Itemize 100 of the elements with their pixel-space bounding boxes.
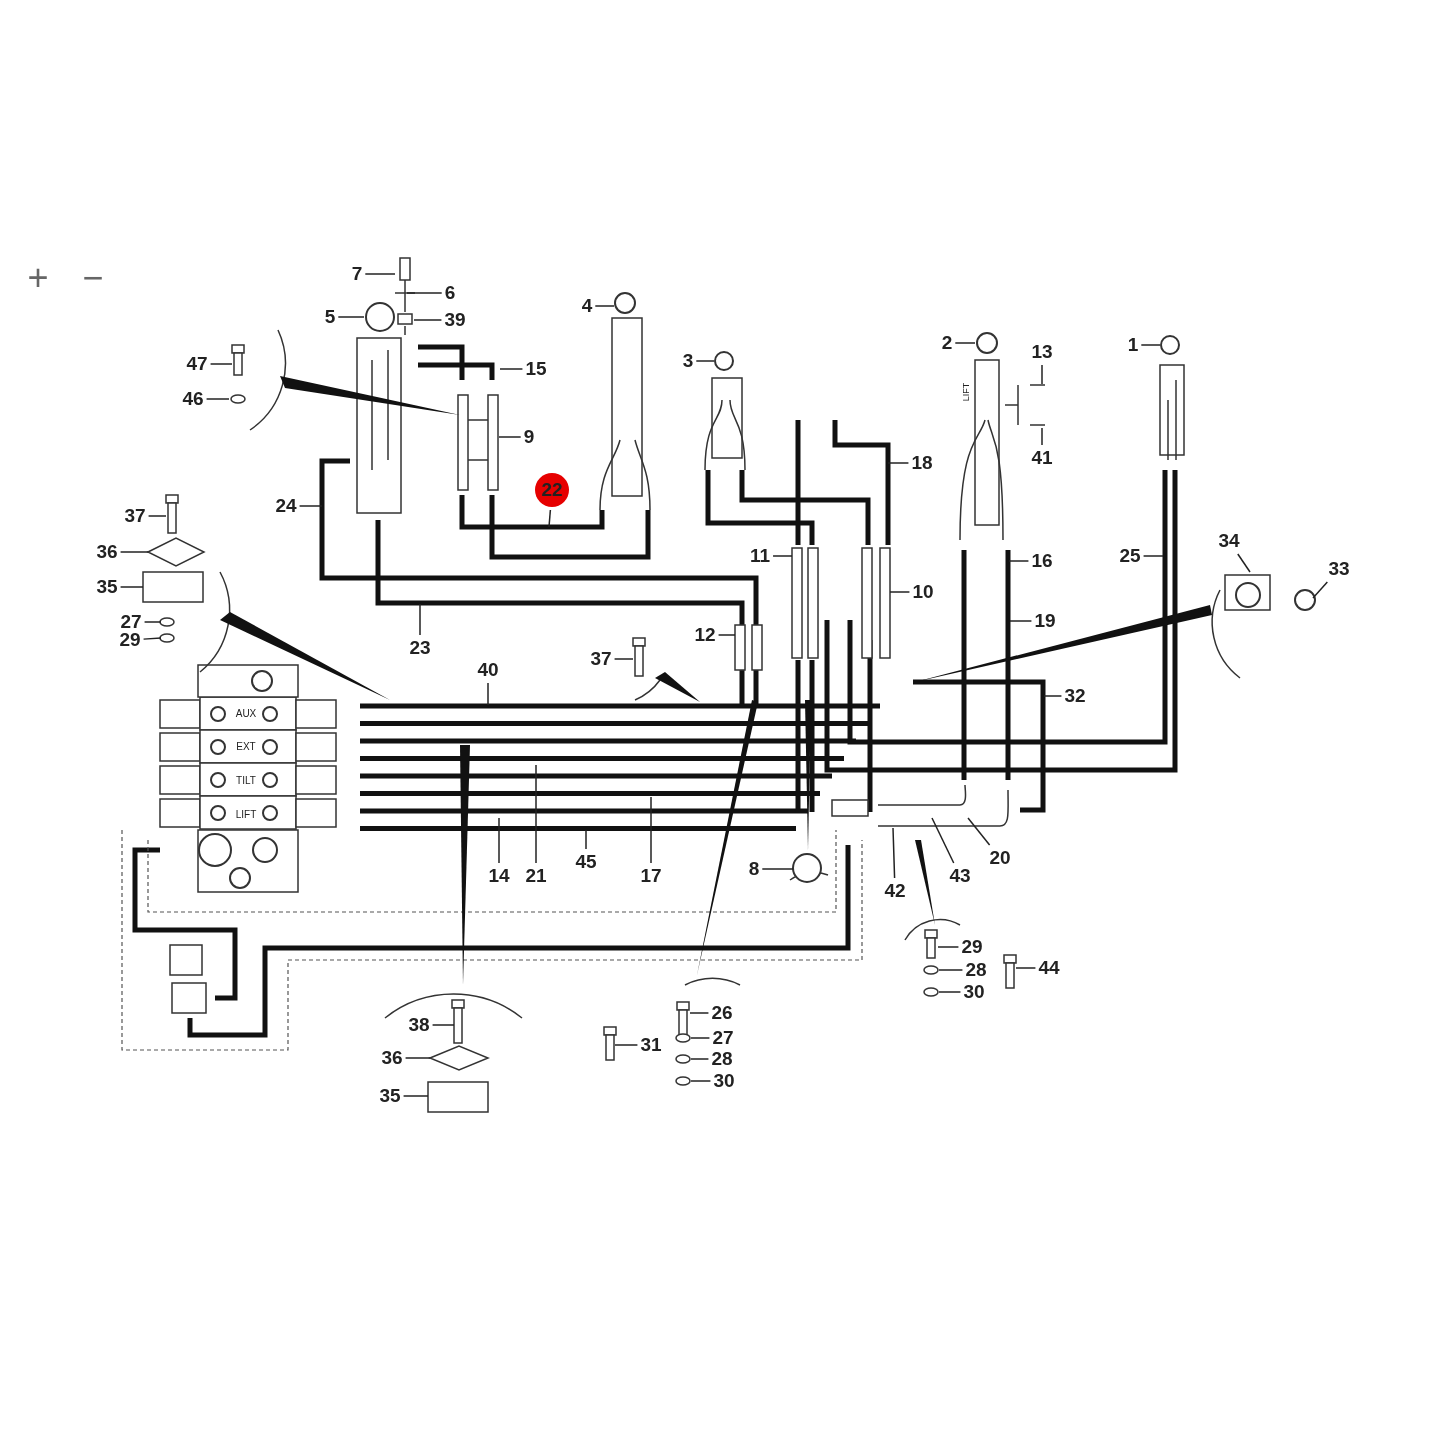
callout-number: 20 [989, 848, 1011, 868]
leader-line [1142, 555, 1164, 557]
leader-line [1009, 620, 1033, 622]
zoom-out-icon: − [82, 260, 104, 296]
callout-number: 31 [640, 1035, 662, 1055]
callout-number: 35 [96, 577, 118, 597]
callout-number: 40 [477, 660, 499, 680]
leader-line [1312, 581, 1329, 599]
callout-number: 46 [182, 389, 204, 409]
valve-section-label: AUX [235, 709, 257, 719]
leader-line [143, 621, 162, 623]
cylinder-label: LIFT [961, 382, 971, 402]
leader-line [364, 273, 396, 275]
callout-number: 3 [682, 351, 694, 371]
callout-number: 35 [379, 1086, 401, 1106]
leader-line [690, 1037, 711, 1039]
leader-line [889, 591, 911, 593]
callout-number: 2 [941, 333, 953, 353]
zoom-in-icon: + [27, 260, 49, 296]
callout-number: 43 [949, 866, 971, 886]
leader-line [1043, 695, 1063, 697]
callout-number: 42 [884, 881, 906, 901]
leader-line [487, 682, 489, 706]
callout-number: 34 [1218, 531, 1240, 551]
leader-line [548, 509, 552, 528]
valve-section-label: TILT [236, 776, 256, 786]
callout-number: 29 [119, 630, 141, 650]
leader-line [147, 515, 167, 517]
leader-line [690, 1058, 710, 1060]
callout-number: 26 [711, 1003, 733, 1023]
leader-line [690, 1080, 712, 1082]
callout-number: 30 [713, 1071, 735, 1091]
leader-line [1237, 553, 1251, 573]
callout-number: 44 [1038, 958, 1060, 978]
leader-line [119, 586, 144, 588]
callout-number: 23 [409, 638, 431, 658]
leader-line [499, 368, 524, 370]
valve-section-label: LIFT [235, 810, 257, 820]
leader-line [695, 360, 715, 362]
callout-number: 24 [275, 496, 297, 516]
leader-line [938, 991, 962, 993]
leader-line [419, 603, 421, 636]
callout-number: 18 [911, 453, 933, 473]
callout-number: 10 [912, 582, 934, 602]
leader-line [1140, 344, 1161, 346]
callout-number: 13 [1031, 342, 1053, 362]
callout-number: 21 [525, 866, 547, 886]
leader-line [1008, 560, 1030, 562]
leader-line [931, 817, 955, 864]
callout-number: 37 [590, 649, 612, 669]
leader-line [1015, 967, 1037, 969]
callout-number: 9 [523, 427, 535, 447]
callout-number: 28 [965, 960, 987, 980]
callout-number: 4 [581, 296, 593, 316]
leader-line [498, 817, 500, 864]
callout-number: 8 [748, 859, 760, 879]
leader-line [404, 1057, 431, 1059]
leader-line [1041, 427, 1043, 446]
leader-line [938, 969, 964, 971]
leader-line [209, 363, 233, 365]
leader-line [431, 1024, 455, 1026]
leader-line [650, 796, 652, 864]
callout-number: 33 [1328, 559, 1350, 579]
leader-line [413, 319, 443, 321]
callout-number: 16 [1031, 551, 1053, 571]
callout-number: 11 [749, 546, 771, 566]
callout-number: 38 [408, 1015, 430, 1035]
callout-number: 41 [1031, 448, 1053, 468]
callout-number: 29 [961, 937, 983, 957]
leader-line [761, 868, 794, 870]
callout-number: 14 [488, 866, 510, 886]
leader-line [892, 827, 896, 879]
callout-number: 12 [694, 625, 716, 645]
leader-line [406, 292, 443, 294]
callout-number: 28 [711, 1049, 733, 1069]
leader-line [585, 829, 587, 850]
leader-line [205, 398, 230, 400]
callout-number: 1 [1127, 335, 1139, 355]
hydraulic-system-drawing [121, 257, 1316, 1113]
leader-line [535, 764, 537, 864]
leader-line [1041, 364, 1043, 385]
callout-number: 25 [1119, 546, 1141, 566]
callout-number: 6 [444, 283, 456, 303]
callout-number: 5 [324, 307, 336, 327]
callout-number: 36 [96, 542, 118, 562]
leader-line [119, 551, 149, 553]
callout-number: 27 [712, 1028, 734, 1048]
callout-number: 27 [120, 612, 142, 632]
leader-line [614, 1044, 639, 1046]
leader-line [402, 1095, 429, 1097]
callout-number: 17 [640, 866, 662, 886]
callout-number: 45 [575, 852, 597, 872]
leader-line [337, 316, 365, 318]
callout-number: 19 [1034, 611, 1056, 631]
callout-number: 37 [124, 506, 146, 526]
leader-line [967, 817, 991, 846]
callout-number: 15 [525, 359, 547, 379]
leader-line [772, 555, 793, 557]
leader-line [717, 634, 736, 636]
leader-line [954, 342, 976, 344]
